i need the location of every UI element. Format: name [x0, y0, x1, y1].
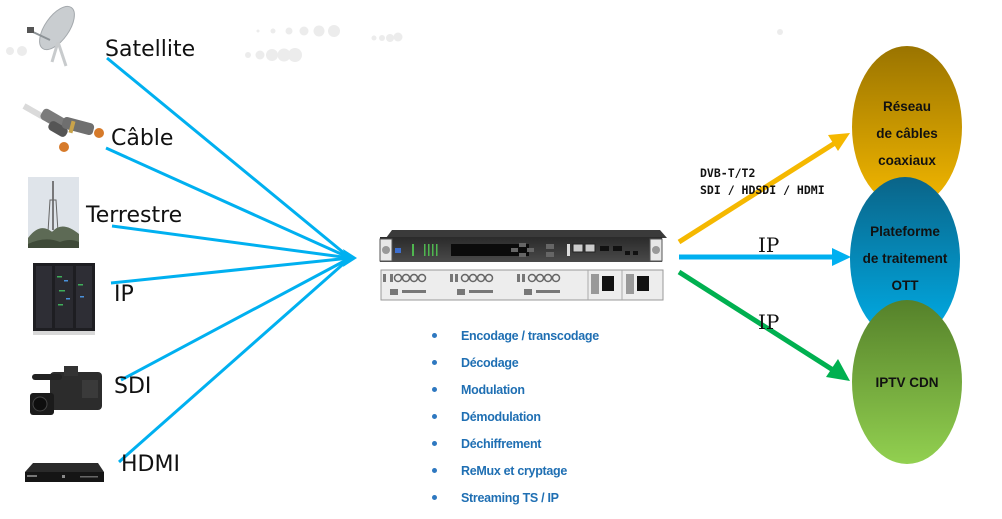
- function-item: Décodage: [428, 349, 599, 376]
- input-line-terrestre: [111, 224, 351, 260]
- satellite-dish-icon: [27, 5, 75, 67]
- function-item: Streaming TS / IP: [428, 484, 599, 511]
- input-line-hdmi: [118, 256, 351, 464]
- function-item: Déchiffrement: [428, 430, 599, 457]
- coaxial-cable-icon: [22, 103, 104, 152]
- input-line-ip: [110, 256, 351, 285]
- input-arrowhead-icon: [343, 249, 357, 267]
- function-item: Encodage / transcodage: [428, 322, 599, 349]
- headend-device-icon: [379, 230, 667, 301]
- output-arrowhead-coax-icon: [828, 133, 850, 151]
- output-label-iptv: IP: [758, 310, 780, 334]
- input-lines: [105, 56, 351, 464]
- input-line-satellite: [106, 56, 351, 260]
- output-label-ott: IP: [758, 233, 780, 257]
- server-rack-icon: [33, 263, 95, 335]
- output-label-coax: DVB-T/T2 SDI / HDSDI / HDMI: [700, 166, 825, 197]
- function-item: Démodulation: [428, 403, 599, 430]
- destination-ott-label: Plateforme de traitement OTT: [862, 224, 948, 293]
- output-arrowhead-iptv-icon: [826, 359, 850, 381]
- destination-coax-network: [852, 46, 962, 208]
- input-label-cable: Câble: [111, 126, 174, 151]
- function-item: ReMux et cryptage: [428, 457, 599, 484]
- set-top-box-icon: [25, 463, 104, 482]
- output-arrows: [677, 133, 851, 381]
- input-label-terrestre: Terrestre: [86, 203, 183, 228]
- destination-ott-platform: [850, 177, 960, 341]
- transmission-tower-icon: [28, 177, 79, 248]
- bullet-icon: [432, 495, 437, 500]
- video-camera-icon: [30, 366, 102, 415]
- output-arrow-coax-line: [677, 140, 837, 245]
- input-label-sdi: SDI: [114, 374, 152, 399]
- decorative-dots: [6, 25, 783, 62]
- destination-iptv-label: IPTV CDN: [875, 375, 939, 390]
- input-line-sdi: [120, 256, 351, 382]
- bullet-icon: [432, 360, 437, 365]
- input-line-cable: [105, 146, 351, 260]
- destination-iptv-cdn: [852, 300, 962, 464]
- function-list: Encodage / transcodage Décodage Modulati…: [428, 322, 599, 511]
- input-label-satellite: Satellite: [105, 37, 196, 62]
- destination-coax-label: Réseau de câbles coaxiaux: [876, 99, 938, 168]
- bullet-icon: [432, 414, 437, 419]
- bullet-icon: [432, 333, 437, 338]
- bullet-icon: [432, 387, 437, 392]
- input-label-hdmi: HDMI: [121, 452, 180, 477]
- bullet-icon: [432, 468, 437, 473]
- input-label-ip: IP: [114, 282, 134, 307]
- bullet-icon: [432, 441, 437, 446]
- function-item: Modulation: [428, 376, 599, 403]
- output-arrow-iptv-line: [677, 269, 835, 373]
- output-arrowhead-ott-icon: [832, 248, 851, 266]
